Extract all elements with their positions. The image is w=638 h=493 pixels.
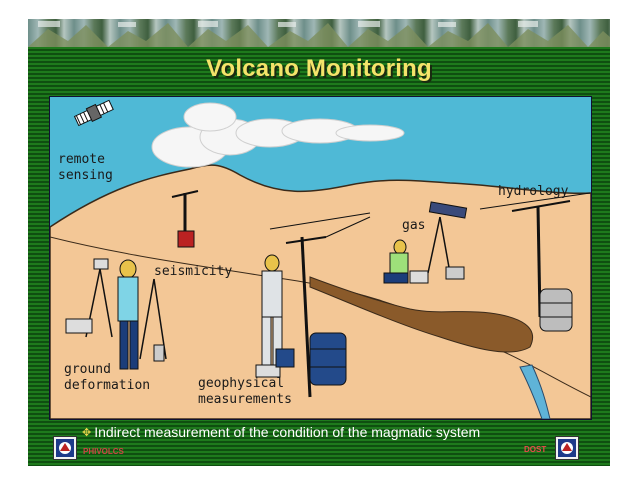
barrel-grey-icon <box>539 288 573 332</box>
volcano-illustration: remote sensing hydrology gas seismicity … <box>49 96 592 420</box>
label-ground: ground <box>64 362 111 377</box>
surveyor-icon <box>65 258 167 370</box>
phivolcs-logo-icon <box>53 436 77 460</box>
telemetry-pole-icon <box>269 212 371 398</box>
footer-right-text: DOST <box>524 445 547 454</box>
seismometer-pole-icon <box>171 190 199 248</box>
label-seismicity: seismicity <box>154 264 232 279</box>
lava-flow-icon <box>309 276 533 353</box>
gas-sampler-icon <box>383 201 468 284</box>
label-remote: remote <box>58 152 105 167</box>
bullet-item: ✥ Indirect measurement of the condition … <box>82 424 480 440</box>
river-icon <box>519 364 551 419</box>
geophysicist-icon <box>255 254 295 378</box>
label-gas: gas <box>402 218 425 233</box>
bullet-text: Indirect measurement of the condition of… <box>94 424 481 440</box>
slide-title: Volcano Monitoring <box>206 55 432 82</box>
label-hydrology: hydrology <box>498 184 569 199</box>
label-measurements: measurements <box>198 392 292 407</box>
dost-logo-icon <box>555 436 579 460</box>
label-sensing: sensing <box>58 168 113 183</box>
slide: Volcano Monitoring <box>28 19 610 466</box>
landscape-banner <box>28 19 610 47</box>
barrel-icon <box>309 332 347 386</box>
banner-mountains-icon <box>28 21 610 47</box>
satellite-icon <box>73 99 114 127</box>
label-geophysical: geophysical <box>198 376 284 391</box>
label-deformation: deformation <box>64 378 150 393</box>
plume-bullet-icon: ✥ <box>82 426 92 439</box>
footer-left-text: PHIVOLCS <box>83 447 124 456</box>
eruption-plume-icon <box>151 102 405 168</box>
